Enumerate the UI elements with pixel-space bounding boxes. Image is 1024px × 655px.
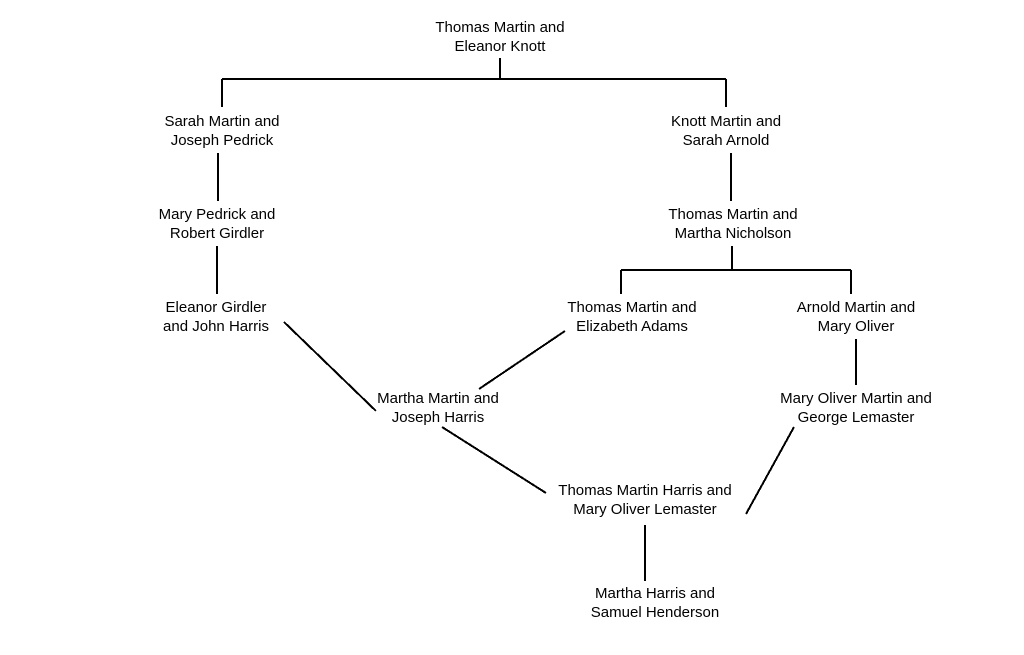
tree-node-label-line2: Samuel Henderson (590, 604, 720, 621)
tree-node-label-line1: Knott Martin and (670, 113, 782, 130)
tree-node-label-line2: Joseph Harris (391, 409, 485, 426)
tree-node-label-line2: Robert Girdler (169, 225, 265, 242)
tree-node-eleanor-girdler-john-harris: Eleanor Girdler and John Harris (163, 298, 269, 336)
tree-node-label-line2: Eleanor Knott (454, 38, 546, 55)
tree-node-label-line2: Elizabeth Adams (576, 318, 688, 335)
tree-node-label-line1: Sarah Martin and (164, 113, 280, 130)
tree-node-label-line1: Martha Harris and (594, 585, 716, 602)
connector-diagonal-eleanor-girdler-to-martha-martin (283, 321, 377, 412)
tree-node-label-line1: Martha Martin and (377, 390, 499, 407)
tree-node-label-line1: Mary Oliver Martin and (780, 390, 932, 407)
tree-node-label-line2: Mary Oliver Lemaster (573, 501, 717, 518)
tree-node-label-line2: and John Harris (163, 318, 269, 335)
connector-diagonal-mary-oliver-martin-to-thomas-martin-harris (745, 426, 795, 515)
tree-node-label-line2: Sarah Arnold (682, 132, 770, 149)
connector-diagonal-martha-martin-to-thomas-martin-harris (441, 426, 547, 494)
tree-node-label-line1: Mary Pedrick and (158, 206, 276, 223)
tree-node-label-line2: George Lemaster (797, 409, 915, 426)
tree-node-label-line1: Thomas Martin and (435, 19, 565, 36)
tree-node-label-line1: Eleanor Girdler (165, 299, 267, 316)
tree-node-label-line2: Martha Nicholson (674, 225, 792, 242)
tree-node-label-line2: Joseph Pedrick (170, 132, 274, 149)
connector-diagonal-thomas-martin-elizabeth-adams-to-martha-martin (478, 330, 566, 390)
tree-node-label-line2: Mary Oliver (817, 318, 895, 335)
tree-node-label-line1: Arnold Martin and (796, 299, 916, 316)
tree-node-label-line1: Thomas Martin and (668, 206, 798, 223)
tree-node-label-line1: Thomas Martin and (567, 299, 697, 316)
tree-node-label-line1: Thomas Martin Harris and (558, 482, 732, 499)
